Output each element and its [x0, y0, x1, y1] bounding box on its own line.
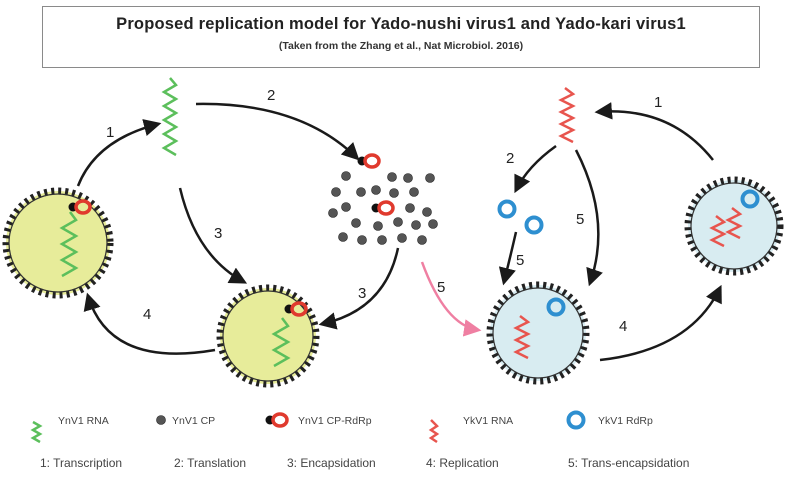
cp-rdrp-fusion-icon [263, 412, 289, 428]
step-label-5-right-a: 5 [576, 211, 584, 228]
cp-rdrp-free-1 [355, 153, 381, 169]
legend-label-ynv1-cp: YnV1 CP [172, 415, 215, 427]
arrow-step1-left [76, 119, 162, 187]
legend-label-ynv1-cp-rdrp: YnV1 CP-RdRp [298, 415, 372, 427]
title-box: Proposed replication model for Yado-nush… [42, 6, 760, 68]
step-label-1-left: 1 [106, 124, 114, 141]
step-label-5-right-b: 5 [516, 252, 524, 269]
legend-step-4: 4: Replication [426, 456, 499, 470]
step-label-4-right: 4 [619, 318, 627, 335]
legend-step-3: 3: Encapsidation [287, 456, 376, 470]
legend-step-1: 1: Transcription [40, 456, 123, 470]
diagram-title: Proposed replication model for Yado-nush… [116, 15, 686, 33]
free-ynv1-rna [161, 77, 179, 157]
arrow-step1-right [594, 102, 714, 161]
arrow-step5-right-b [498, 231, 518, 286]
ynv1-particle-bottom [216, 284, 320, 388]
step-label-3-left-a: 3 [214, 225, 222, 242]
arrow-step5-trans [420, 261, 482, 337]
green-rna-wave-icon [30, 420, 43, 444]
diagram-subtitle: (Taken from the Zhang et al., Nat Microb… [278, 40, 524, 52]
arrow-step4-right [599, 284, 722, 362]
rdrp-ring-2 [524, 215, 544, 235]
step-label-5-trans: 5 [437, 279, 445, 296]
ykv1-particle-right [684, 176, 784, 276]
ynv1-particle-left [2, 187, 114, 299]
ykv1-particle-bottom [486, 281, 590, 385]
step-label-2-left: 2 [267, 87, 275, 104]
step-label-3-left-b: 3 [358, 285, 366, 302]
arrow-step2-left [195, 102, 360, 161]
legend-step-2: 2: Translation [174, 456, 247, 470]
legend-label-ykv1-rdrp: YkV1 RdRp [598, 415, 653, 427]
step-label-2-right: 2 [506, 150, 514, 167]
arrow-step3-left-a [178, 187, 248, 284]
step-legend: 1: Transcription 2: Translation 3: Encap… [0, 454, 800, 474]
arrow-step2-right [514, 144, 557, 194]
legend: YnV1 RNA YnV1 CP YnV1 CP-RdRp YkV1 RNA Y… [30, 410, 653, 444]
step-label-1-right: 1 [654, 94, 662, 111]
legend-step-5: 5: Trans-encapsidation [568, 456, 690, 470]
rdrp-ring-1 [497, 199, 517, 219]
arrow-step5-right-a [574, 149, 603, 287]
free-ykv1-rna [558, 87, 576, 144]
cp-rdrp-free-2 [369, 200, 395, 216]
capsid-protein-cluster [328, 171, 438, 245]
red-rna-wave-icon [428, 419, 440, 444]
step-label-4-left: 4 [143, 306, 151, 323]
arrow-step4-left [83, 292, 216, 355]
blue-rdrp-ring-icon [566, 410, 586, 430]
legend-label-ynv1-rna: YnV1 RNA [58, 415, 109, 427]
legend-label-ykv1-rna: YkV1 RNA [463, 415, 513, 427]
grey-capsid-protein-icon [156, 415, 166, 425]
arrow-step3-left-b [318, 247, 400, 330]
